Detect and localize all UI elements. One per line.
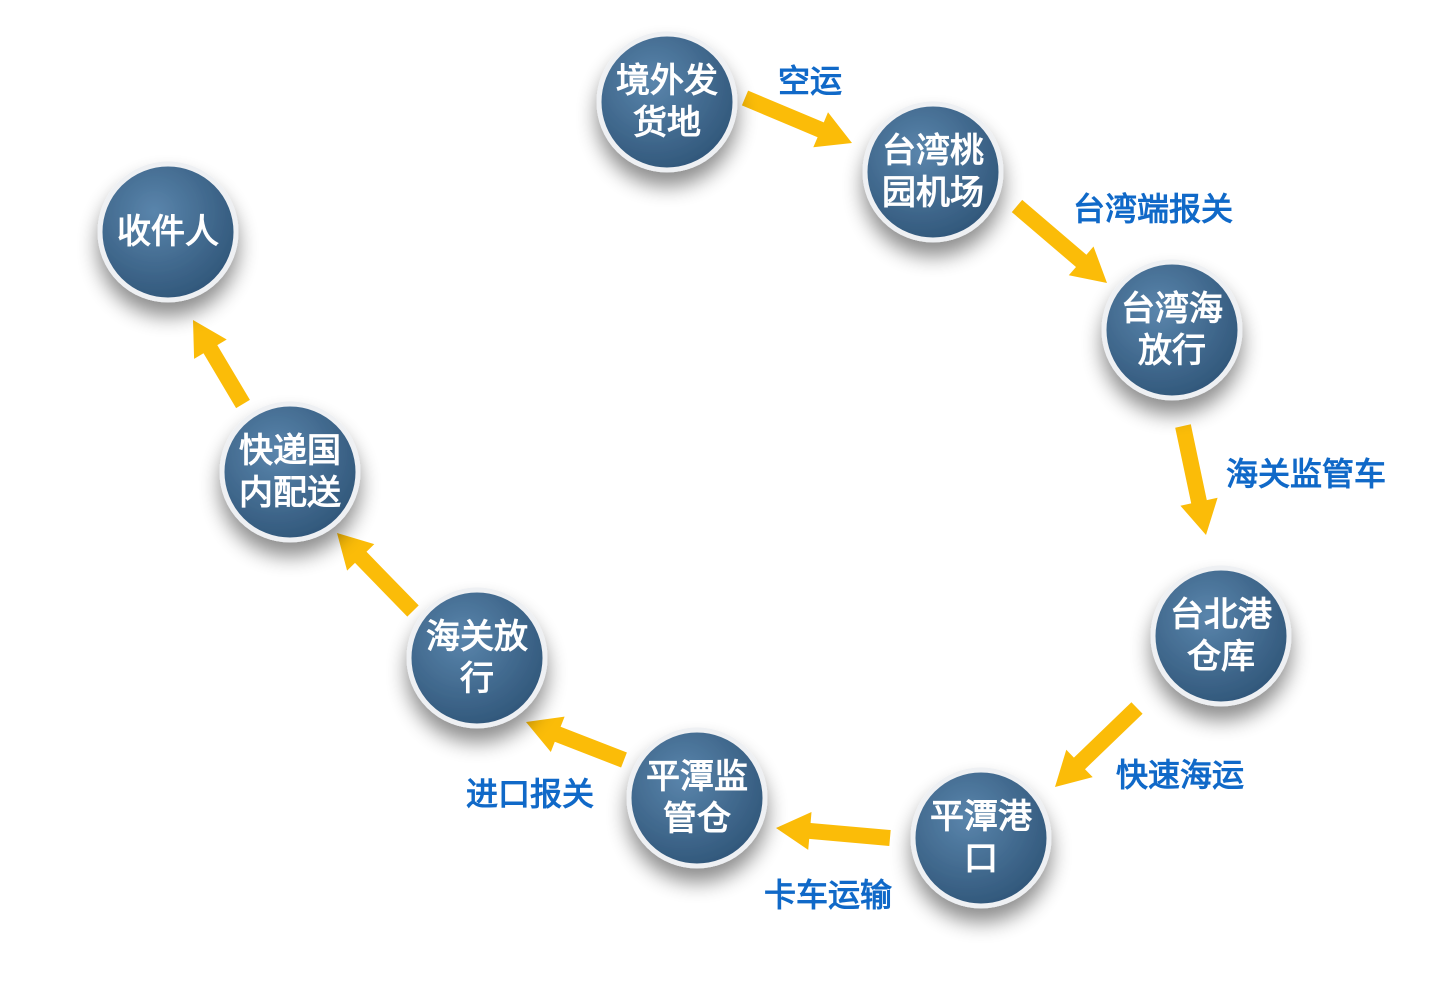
- flow-arrow-2: [1011, 199, 1107, 283]
- node-circle: [97, 161, 239, 303]
- node-label-line: 台北港: [1170, 595, 1273, 635]
- node-label-line: 境外发: [616, 61, 718, 101]
- node-label-line: 放行: [1138, 331, 1206, 371]
- arrows-layer: [193, 90, 1218, 850]
- node-recipient: 收件人: [97, 161, 239, 303]
- flow-arrow-5: [776, 812, 891, 850]
- flow-arrow-7: [337, 533, 419, 617]
- node-circle: [1101, 259, 1243, 401]
- node-label-line: 仓库: [1187, 637, 1255, 677]
- node-circle: [219, 401, 361, 543]
- node-label-line: 货地: [633, 103, 701, 143]
- node-circle: [406, 587, 548, 729]
- edge-label-2: 台湾端报关: [1073, 190, 1233, 228]
- nodes-layer: 境外发货地台湾桃园机场台湾海放行台北港仓库平潭港口平潭监管仓海关放行快递国内配送…: [97, 31, 1292, 909]
- node-label-line: 园机场: [882, 173, 984, 213]
- edge-label-4: 快速海运: [1116, 756, 1244, 794]
- flow-arrow-6: [526, 716, 627, 768]
- node-label-line: 口: [964, 839, 998, 879]
- node-label-line: 台湾桃: [882, 131, 984, 171]
- node-label-line: 收件人: [117, 212, 219, 252]
- node-circle: [596, 31, 738, 173]
- flow-arrow-4: [1055, 702, 1143, 787]
- edge-label-3: 海关监管车: [1226, 455, 1386, 493]
- flow-arrow-1: [741, 90, 852, 148]
- node-label-line: 台湾海: [1121, 289, 1223, 329]
- flow-arrow-8: [193, 320, 250, 409]
- node-label-line: 管仓: [663, 799, 732, 839]
- node-label-line: 内配送: [239, 473, 341, 513]
- node-label-line: 平潭港: [930, 797, 1033, 837]
- node-label-line: 行: [460, 659, 494, 699]
- node-circle: [626, 727, 768, 869]
- node-circle: [862, 101, 1004, 243]
- node-circle: [1150, 565, 1292, 707]
- node-label-line: 平潭监: [646, 757, 748, 797]
- edge-label-6: 进口报关: [466, 775, 594, 813]
- node-label-line: 快递国: [239, 431, 341, 471]
- edge-label-5: 卡车运输: [764, 876, 893, 914]
- edge-label-1: 空运: [778, 62, 842, 100]
- node-label-line: 海关放: [426, 617, 528, 657]
- node-circle: [910, 767, 1052, 909]
- flow-arrow-3: [1175, 424, 1218, 535]
